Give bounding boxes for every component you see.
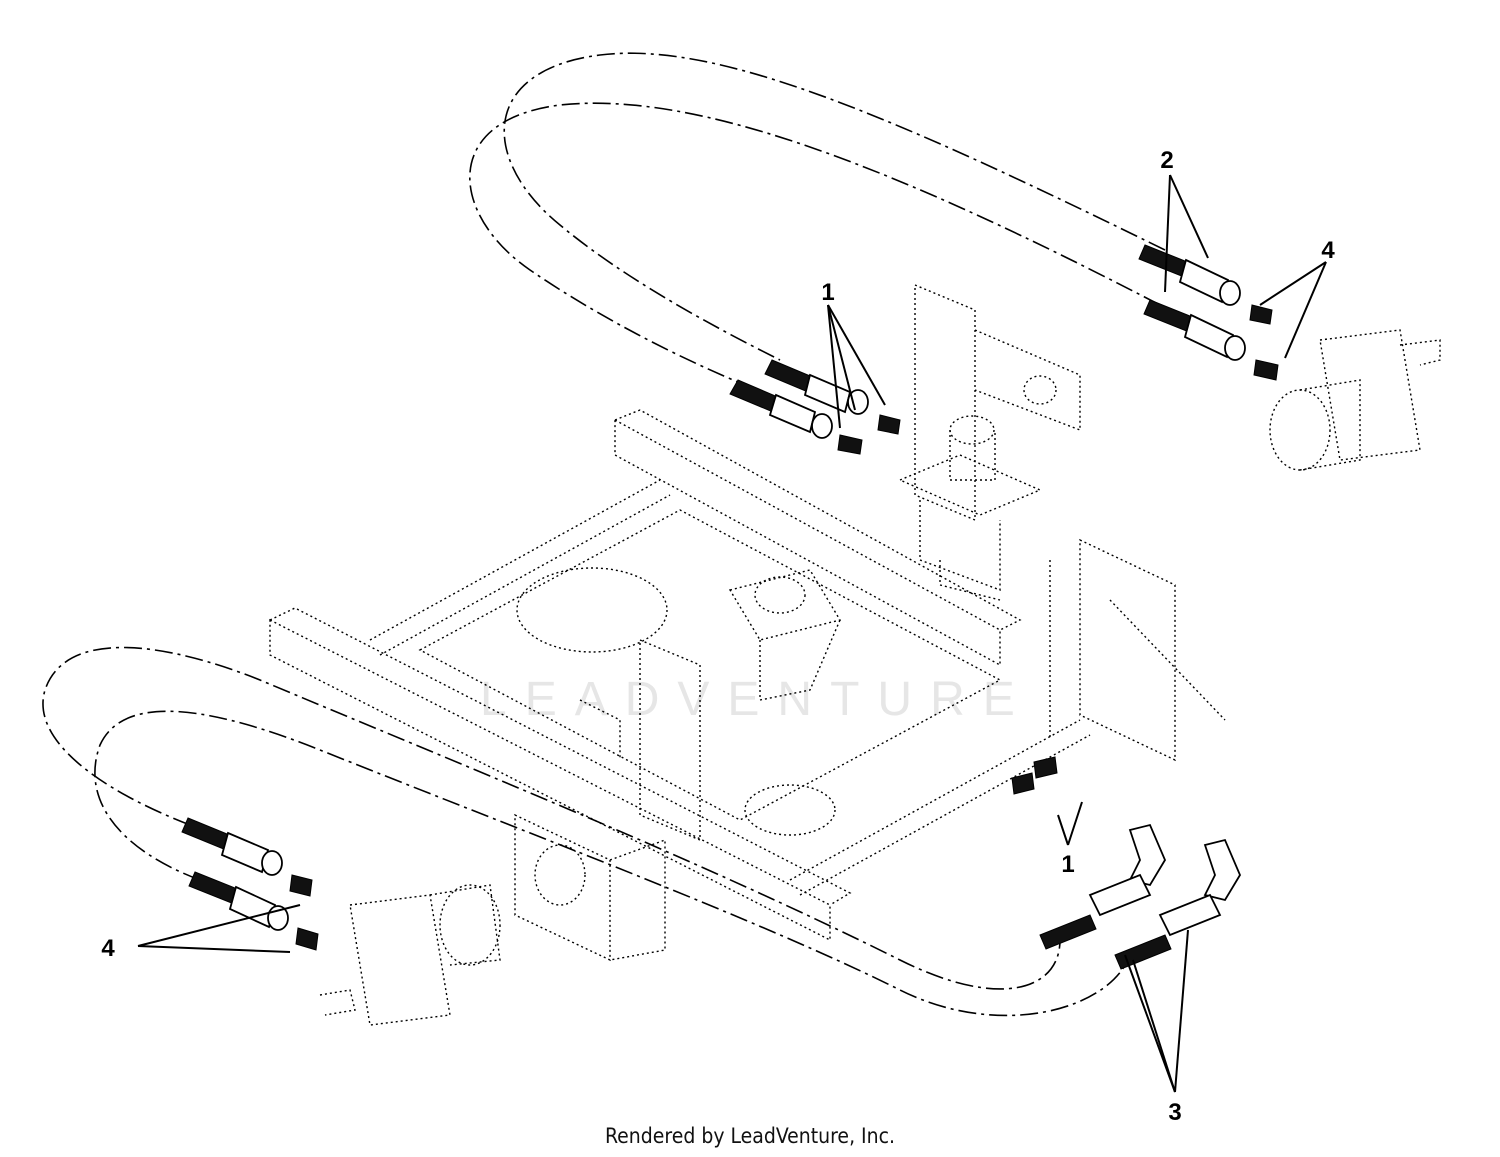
callout-1-top: 1	[821, 279, 834, 306]
callout-2: 2	[1160, 147, 1173, 174]
footer-credit: Rendered by LeadVenture, Inc.	[605, 1124, 895, 1148]
hose-fittings-lower-left	[181, 817, 319, 951]
hose-fittings-upper-right	[1138, 244, 1279, 381]
control-valve	[898, 415, 1042, 601]
hose-fittings-upper-left	[729, 359, 901, 455]
callout-4-right: 4	[1321, 237, 1335, 264]
leader-lines	[137, 174, 1327, 1093]
mower-frame	[269, 283, 1226, 962]
left-wheel-motor	[319, 884, 501, 1026]
upper-hose-loop	[469, 52, 1166, 386]
callout-4-left: 4	[101, 935, 115, 962]
callout-3: 3	[1168, 1099, 1181, 1126]
watermark: LEADVENTURE	[480, 673, 1033, 726]
lower-hose-loop	[42, 646, 1131, 1017]
right-wheel-motor	[1269, 329, 1441, 471]
callout-1-bottom: 1	[1061, 851, 1074, 878]
hose-fittings-lower-right	[1011, 756, 1242, 970]
